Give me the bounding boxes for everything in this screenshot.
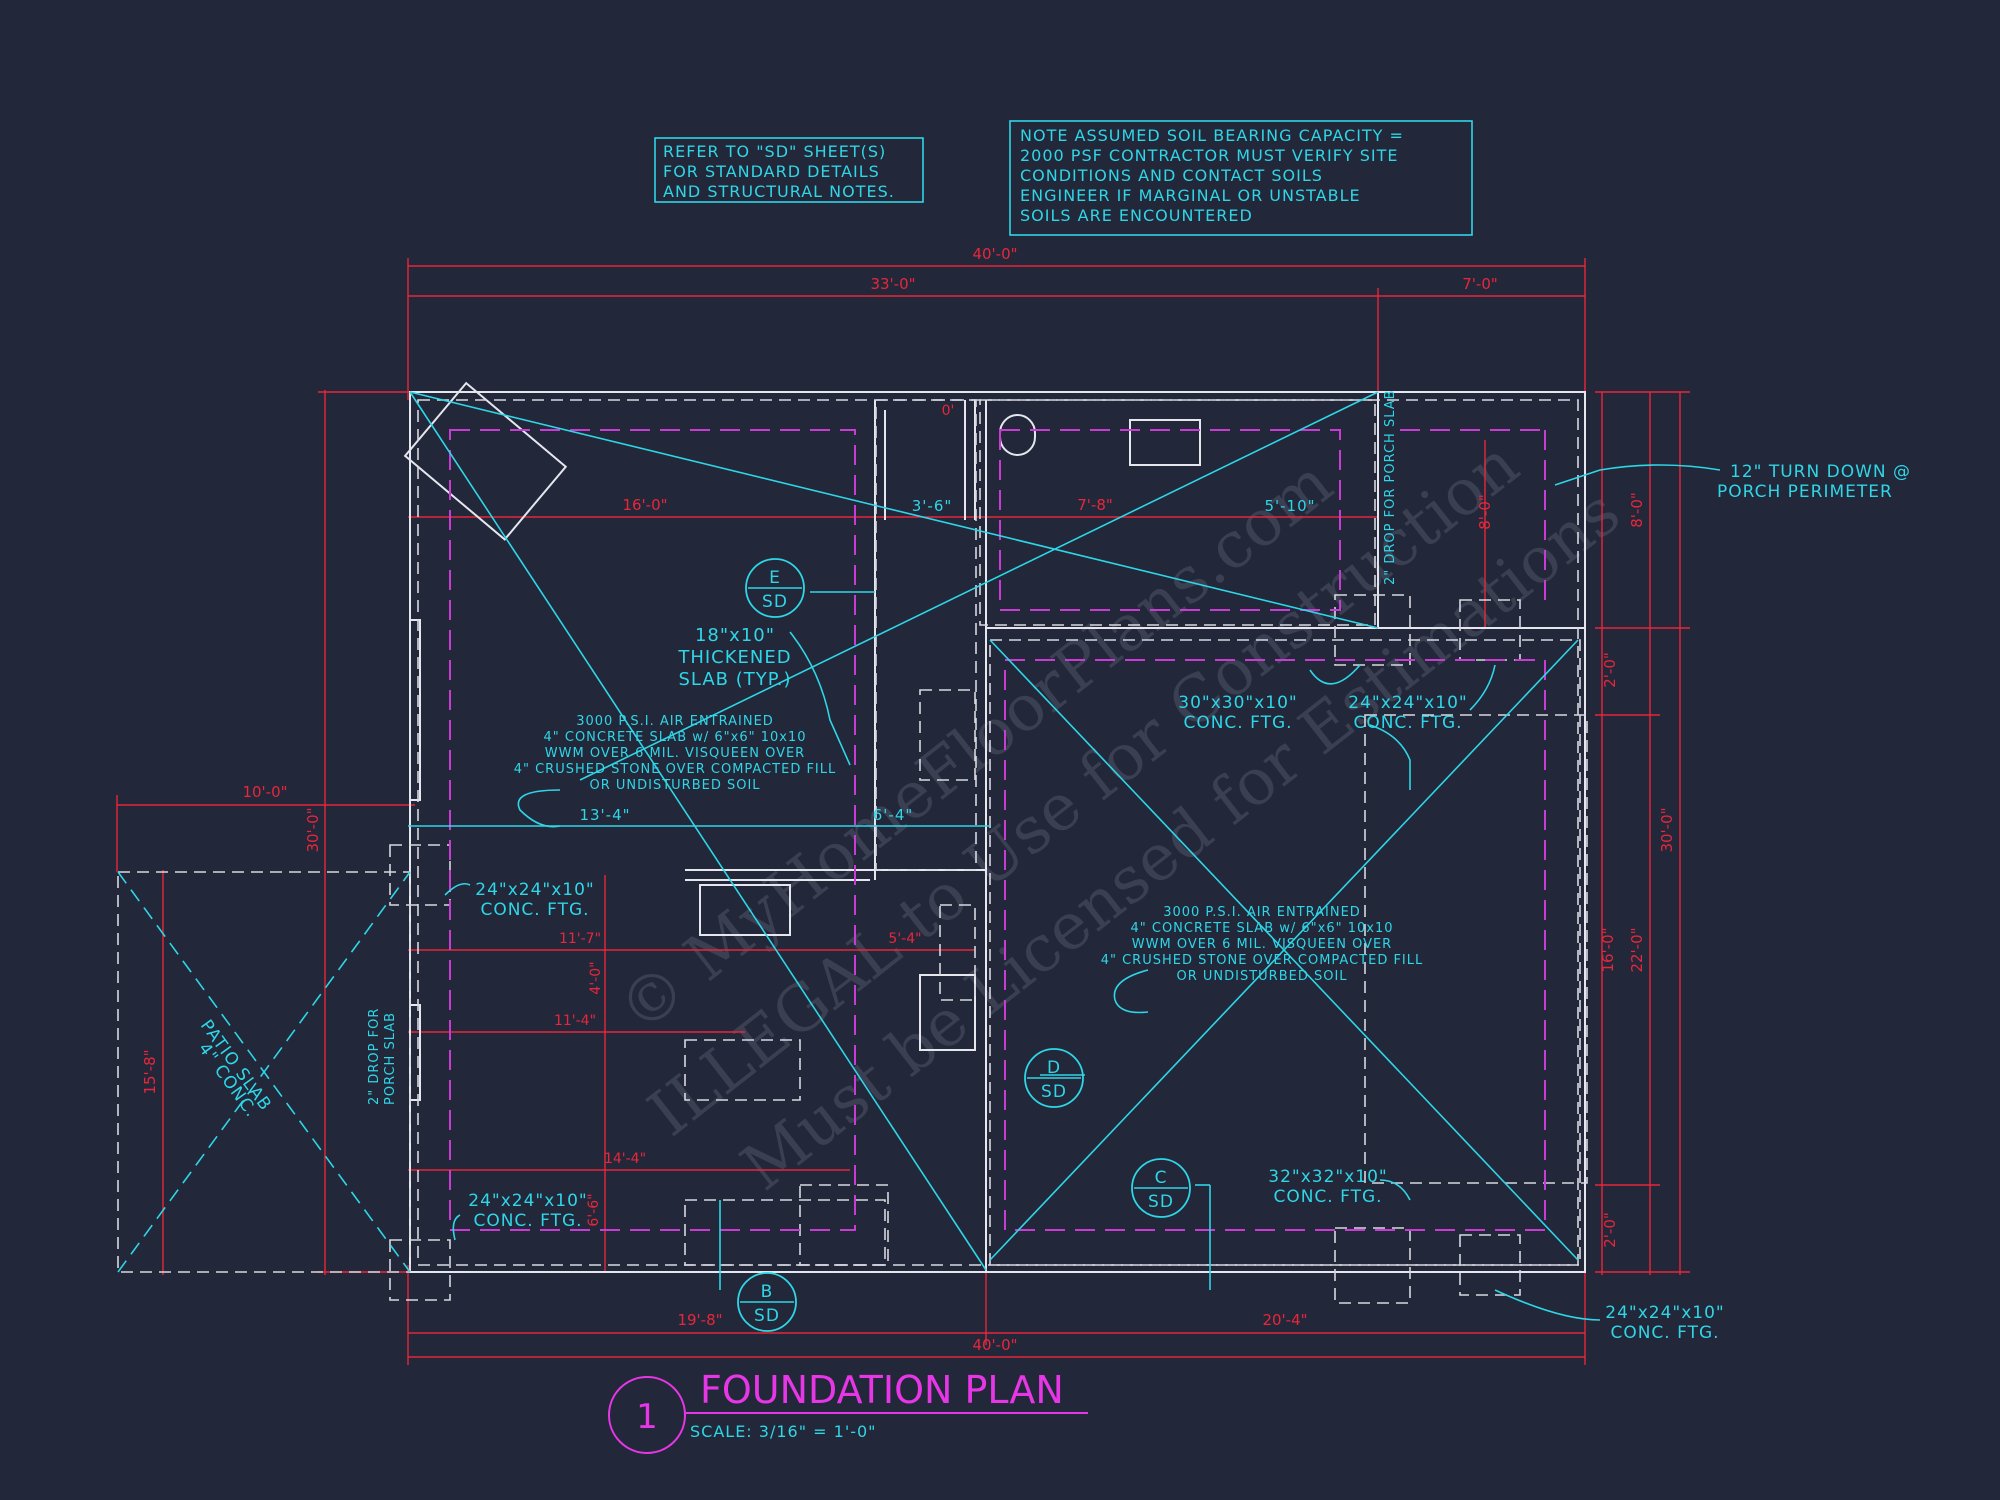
dim-room-11-7: 11'-7" xyxy=(559,931,601,947)
footing-24-left-a-label: CONC. FTG. xyxy=(480,900,589,920)
dim-right-8-a: 8'-0" xyxy=(1628,492,1646,528)
section-ref: SD xyxy=(762,592,788,612)
slab-diagonals xyxy=(117,391,1721,1321)
section-ref: SD xyxy=(1148,1192,1174,1212)
dim-right-22: 22'-0" xyxy=(1628,927,1646,972)
footing-24-br-label: CONC. FTG. xyxy=(1610,1323,1719,1343)
slab-spec-line: 4" CRUSHED STONE OVER COMPACTED FILL xyxy=(514,762,837,777)
thickened-slab-lines xyxy=(449,429,1546,1231)
dim-left-15-8: 15'-8" xyxy=(141,1049,159,1094)
dim-room-4-0: 4'-0" xyxy=(588,961,604,994)
dim-top-left: 33'-0" xyxy=(870,275,915,293)
slab-spec-line: 4" CRUSHED STONE OVER COMPACTED FILL xyxy=(1101,953,1424,968)
footing-32-label: CONC. FTG. xyxy=(1273,1187,1382,1207)
footing-24-left-b-label: CONC. FTG. xyxy=(473,1211,582,1231)
footing-24-top-label: CONC. FTG. xyxy=(1353,713,1462,733)
title-block: 1 FOUNDATION PLAN SCALE: 3/16" = 1'-0" xyxy=(608,1368,1088,1454)
dim-room-14-4: 14'-4" xyxy=(604,1151,646,1167)
soil-note-line: SOILS ARE ENCOUNTERED xyxy=(1020,206,1253,225)
footing-24-top-label: 24"x24"x10" xyxy=(1348,693,1467,713)
turn-down-label: 12" TURN DOWN @ xyxy=(1730,462,1911,482)
section-id: D xyxy=(1047,1058,1061,1078)
slab-spec-left: 3000 P.S.I. AIR ENTRAINED 4" CONCRETE SL… xyxy=(514,714,837,793)
building-walls xyxy=(403,381,1586,1273)
porch-drop-left-label: 2" DROP FOR xyxy=(367,1008,382,1105)
dim-room-16: 16'-0" xyxy=(622,496,667,514)
dim-room-13-4: 13'-4" xyxy=(579,806,630,824)
dim-right-16: 16'-0" xyxy=(1599,927,1617,972)
drawing-title: FOUNDATION PLAN xyxy=(700,1368,1064,1412)
thickened-slab-label: THICKENED xyxy=(677,647,791,668)
slab-spec-line: WWM OVER 6 MIL. VISQUEEN OVER xyxy=(545,746,805,761)
turn-down-label: PORCH PERIMETER xyxy=(1717,482,1893,502)
slab-spec-line: OR UNDISTURBED SOIL xyxy=(1176,969,1347,984)
footing-24-left-b-label: 24"x24"x10" xyxy=(468,1191,587,1211)
dim-room-6-6: 6'-6" xyxy=(586,1193,602,1226)
footing-30-label: 30"x30"x10" xyxy=(1178,693,1297,713)
section-id: B xyxy=(761,1282,774,1302)
dim-right-2-a: 2'-0" xyxy=(1601,652,1619,688)
dim-bottom-left: 19'-8" xyxy=(677,1311,722,1329)
dim-room-5-10: 5'-10" xyxy=(1264,497,1315,515)
section-marker-d: D SD xyxy=(1024,1048,1084,1108)
soil-note-line: NOTE ASSUMED SOIL BEARING CAPACITY = xyxy=(1020,126,1404,145)
dim-room-7-8: 7'-8" xyxy=(1077,496,1113,514)
thickened-slab-label: SLAB (TYP.) xyxy=(678,669,791,690)
footing-24-left-a-label: 24"x24"x10" xyxy=(475,880,594,900)
footing-24-br-label: 24"x24"x10" xyxy=(1605,1303,1724,1323)
porch-drop-left-label: PORCH SLAB xyxy=(383,1012,398,1105)
dim-right-8-b: 8'-0" xyxy=(1476,494,1494,530)
dim-left-30: 30'-0" xyxy=(304,807,322,852)
dim-top-right: 7'-0" xyxy=(1462,275,1498,293)
soil-note-box: NOTE ASSUMED SOIL BEARING CAPACITY = 200… xyxy=(1009,120,1473,236)
section-ref: SD xyxy=(754,1306,780,1326)
refer-note-line: FOR STANDARD DETAILS xyxy=(663,162,880,181)
slab-spec-right: 3000 P.S.I. AIR ENTRAINED 4" CONCRETE SL… xyxy=(1101,905,1424,984)
dim-bottom-overall: 40'-0" xyxy=(972,1336,1017,1354)
dim-right-30: 30'-0" xyxy=(1658,807,1676,852)
slab-spec-line: 4" CONCRETE SLAB w/ 6"x6" 10x10 xyxy=(543,730,806,745)
slab-spec-line: 3000 P.S.I. AIR ENTRAINED xyxy=(576,714,774,729)
soil-note-line: CONDITIONS AND CONTACT SOILS xyxy=(1020,166,1323,185)
dim-room-11-4: 11'-4" xyxy=(554,1013,596,1029)
dim-top-overall: 40'-0" xyxy=(972,245,1017,263)
slab-spec-line: 3000 P.S.I. AIR ENTRAINED xyxy=(1163,905,1361,920)
footing-32-label: 32"x32"x10" xyxy=(1268,1167,1387,1187)
callout-labels: 12" TURN DOWN @ PORCH PERIMETER 2" DROP … xyxy=(367,389,1911,1105)
slab-spec-line: WWM OVER 6 MIL. VISQUEEN OVER xyxy=(1132,937,1392,952)
dim-bottom-right: 20'-4" xyxy=(1262,1311,1307,1329)
slab-spec-line: OR UNDISTURBED SOIL xyxy=(589,778,760,793)
refer-note-box: REFER TO "SD" SHEET(S) FOR STANDARD DETA… xyxy=(654,137,924,203)
thickened-slab-label: 18"x10" xyxy=(695,625,775,646)
section-marker-b: B SD xyxy=(737,1272,797,1332)
footing-30-label: CONC. FTG. xyxy=(1183,713,1292,733)
section-id: E xyxy=(769,568,781,588)
porch-drop-right-label: 2" DROP FOR PORCH SLAB xyxy=(1383,389,1398,585)
dimension-texts: 40'-0" 33'-0" 7'-0" 40'-0" 19'-8" 20'-4"… xyxy=(141,245,1676,1354)
slab-spec-line: 4" CONCRETE SLAB w/ 6"x6" 10x10 xyxy=(1130,921,1393,936)
soil-note-line: 2000 PSF CONTRACTOR MUST VERIFY SITE xyxy=(1020,146,1399,165)
dimension-lines xyxy=(116,258,1690,1365)
section-id: C xyxy=(1155,1168,1168,1188)
dim-room-5-4: 5'-4" xyxy=(888,931,921,947)
dim-right-2-b: 2'-0" xyxy=(1601,1212,1619,1248)
dim-room-3-6: 3'-6" xyxy=(912,497,953,515)
section-marker-c: C SD xyxy=(1131,1158,1191,1218)
drawing-scale: SCALE: 3/16" = 1'-0" xyxy=(690,1422,877,1441)
dim-left-10: 10'-0" xyxy=(242,783,287,801)
refer-note-line: REFER TO "SD" SHEET(S) xyxy=(663,142,886,161)
refer-note-line: AND STRUCTURAL NOTES. xyxy=(663,182,895,201)
section-ref: SD xyxy=(1041,1082,1067,1102)
dim-room-6-4: 6'-4" xyxy=(873,806,914,824)
section-marker-e: E SD xyxy=(745,558,805,618)
drawing-number: 1 xyxy=(636,1397,658,1437)
soil-note-line: ENGINEER IF MARGINAL OR UNSTABLE xyxy=(1020,186,1361,205)
footing-labels: 30"x30"x10" CONC. FTG. 24"x24"x10" CONC.… xyxy=(194,693,1724,1343)
dim-small-0: 0' xyxy=(942,403,955,419)
